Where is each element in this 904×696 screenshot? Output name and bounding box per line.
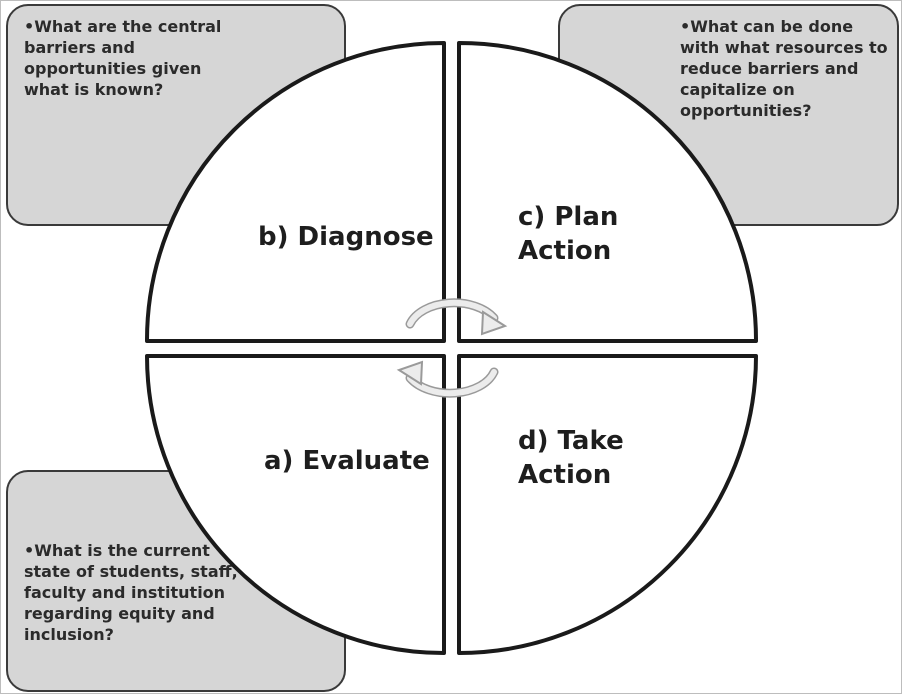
take-action-label: d) Take Action — [518, 424, 624, 492]
plan-action-label: c) Plan Action — [518, 200, 618, 268]
take-action-label-line2: Action — [518, 460, 612, 490]
evaluate-label-text: a) Evaluate — [264, 446, 430, 476]
plan-action-label-line2: Action — [518, 236, 612, 266]
diagnose-label-text: b) Diagnose — [258, 222, 434, 252]
plan-action-label-line1: c) Plan — [518, 202, 619, 232]
take-action-label-line1: d) Take — [518, 426, 624, 456]
diagnose-label: b) Diagnose — [258, 220, 434, 254]
quadrant-evaluate — [145, 354, 446, 655]
quadrant-plan-action — [457, 41, 759, 343]
plan-action-question: What can be done with what resources to … — [680, 16, 890, 121]
quadrant-diagnose — [144, 41, 446, 343]
diagnose-question: What are the central barriers and opport… — [24, 16, 239, 100]
cycle-arrows-icon — [396, 298, 508, 398]
evaluate-label: a) Evaluate — [264, 444, 430, 478]
evaluate-question: What is the current state of students, s… — [24, 540, 244, 645]
quadrant-take-action — [457, 354, 758, 655]
